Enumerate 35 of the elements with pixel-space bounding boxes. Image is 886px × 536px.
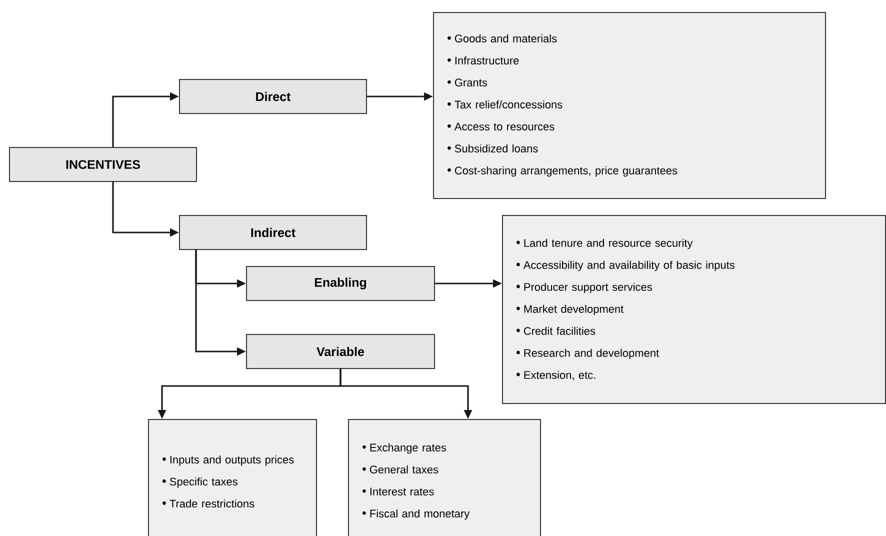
box-label: Direct [256,92,291,102]
list-item: Access to resources [454,122,554,130]
category-box [179,215,367,250]
list-item: Goods and materials [454,34,557,42]
list-item: Research and development [524,348,660,360]
list-item: Specific taxes [170,477,238,488]
list-item: Land tenure and resource security [524,238,693,250]
list-item: Interest rates [370,488,434,496]
list-box [502,215,886,404]
list-item: Infrastructure [455,56,519,64]
category-box [179,79,367,114]
list-item: Market development [524,304,624,316]
list-item: Exchange rates [370,443,446,454]
list-item: Accessibility and availability of basic inputs [523,260,734,272]
list-item: Extension, etc. [524,370,596,380]
category-box [9,147,197,182]
list-box [148,419,317,536]
list-item: Cost-sharing arrangements, price guarantees [454,166,678,177]
category-box [246,334,435,369]
box-label: Variable [316,346,364,356]
list-item: Fiscal and monetary [370,509,470,520]
list-item: Producer support services [524,282,652,294]
category-box [246,266,435,301]
list-box [348,419,541,536]
box-label: Indirect [251,228,296,238]
list-item: Tax relief/concessions [454,100,562,108]
list-item: General taxes [370,465,438,474]
list-item: Trade restrictions [170,499,254,508]
box-label: Enabling [314,278,366,290]
list-box [433,12,826,199]
list-item: Inputs and outputs prices [170,455,294,466]
list-item: Subsidized loans [454,144,538,152]
list-item: Grants [454,78,488,86]
box-label: INCENTIVES [66,160,140,169]
list-item: Credit facilities [524,326,596,335]
